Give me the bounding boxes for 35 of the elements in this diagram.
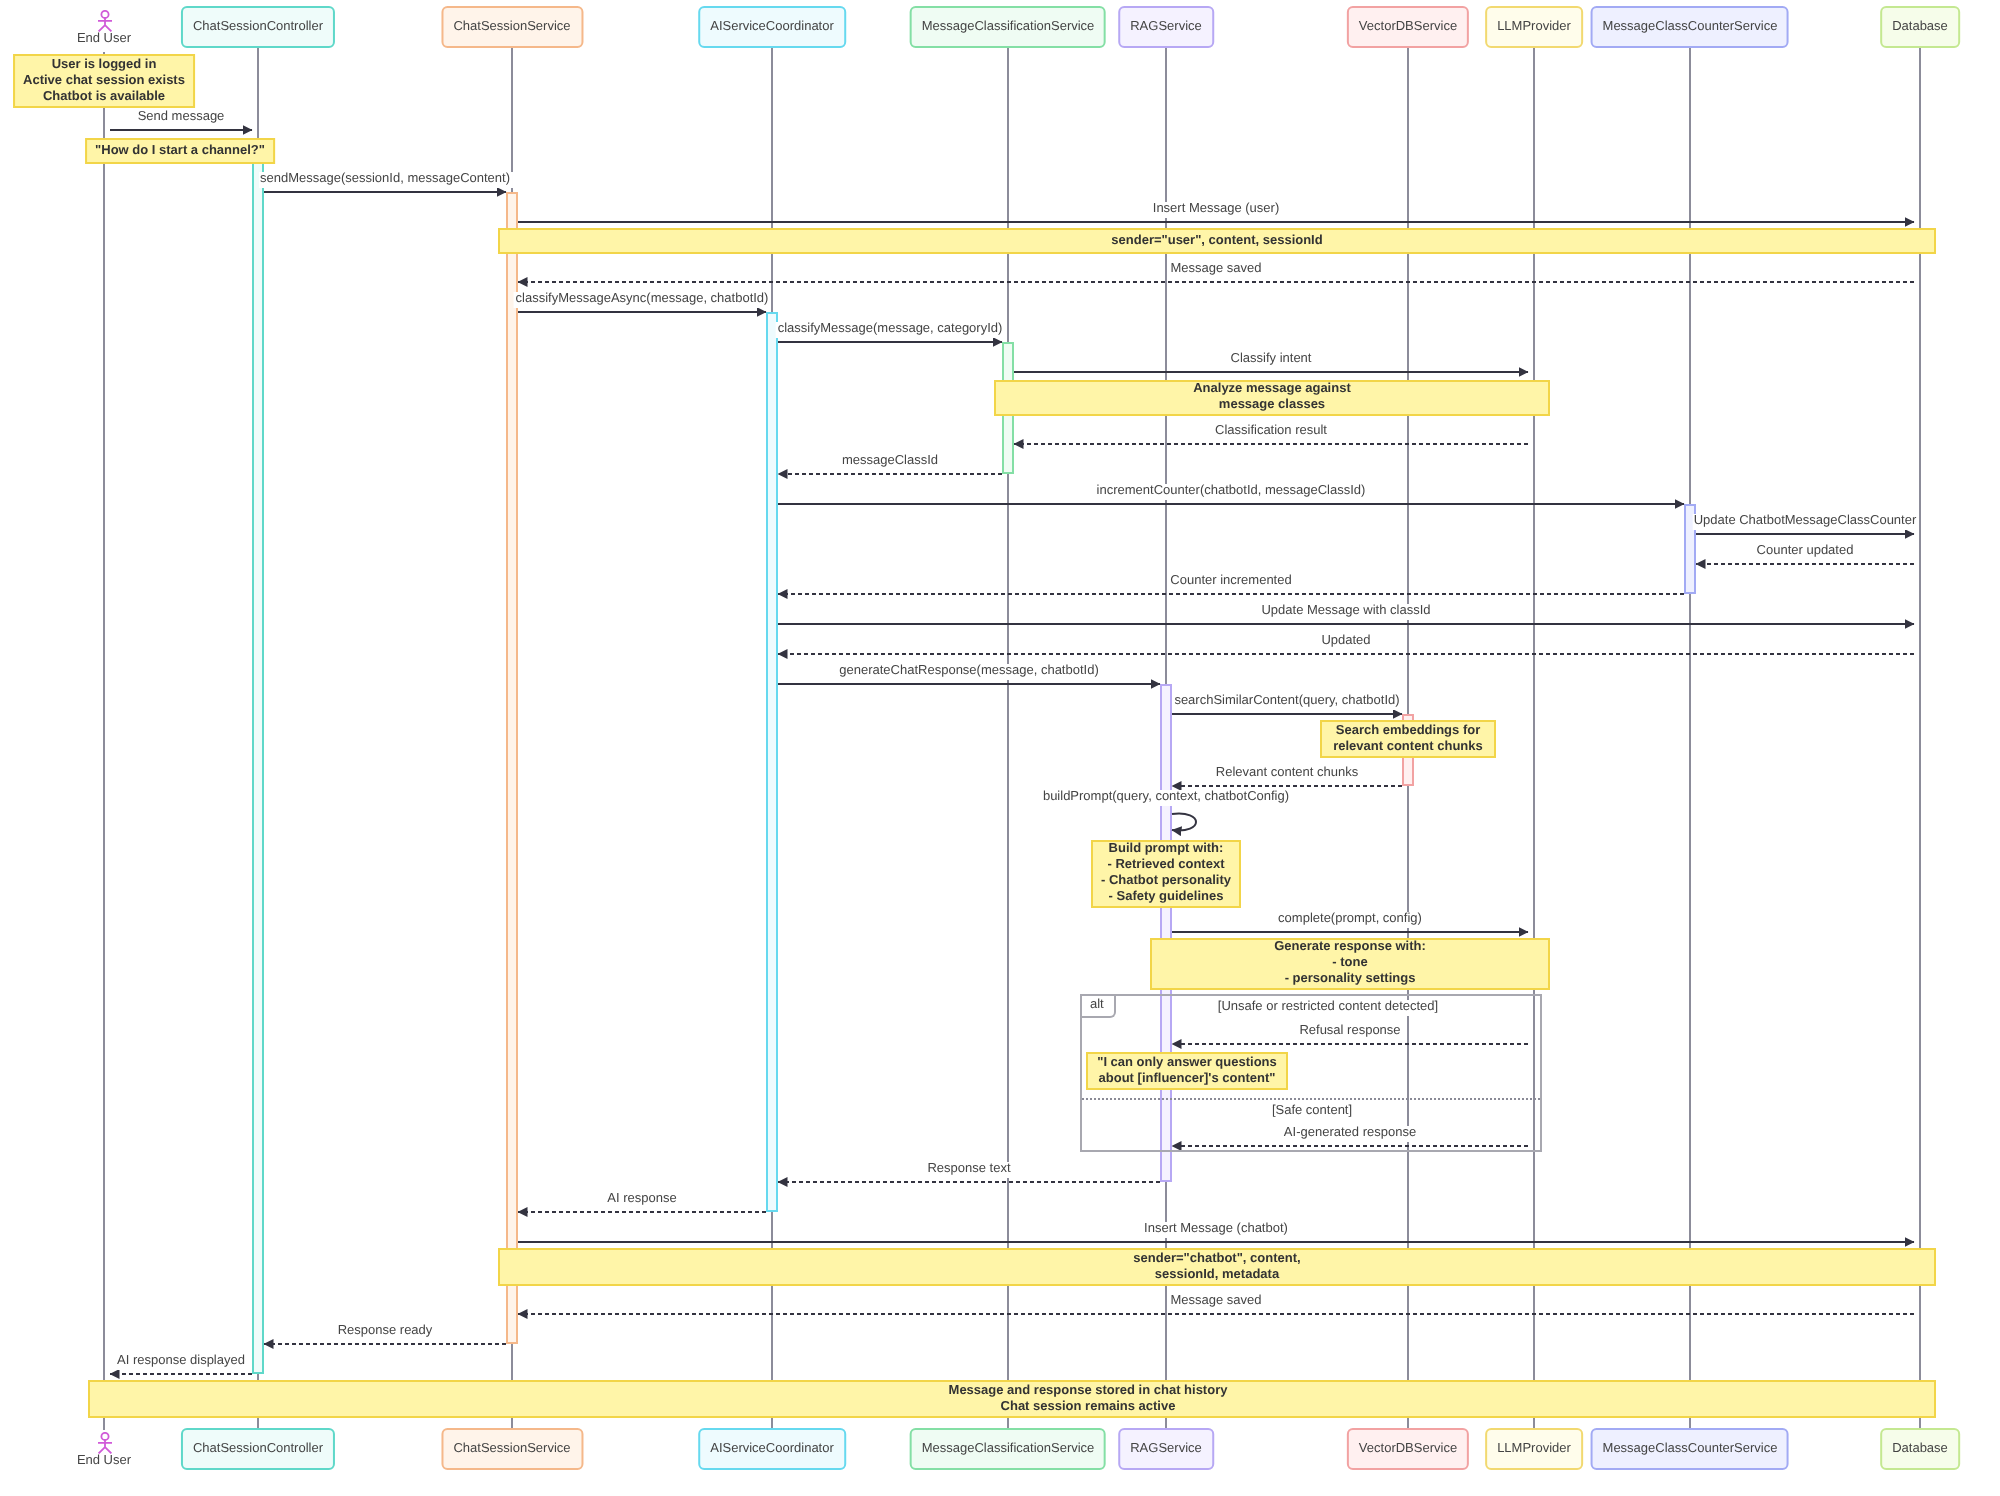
note xyxy=(1150,938,1550,990)
note xyxy=(13,54,195,108)
lifeline xyxy=(766,48,778,1428)
arrow xyxy=(517,217,1915,227)
dashed-arrow xyxy=(109,1369,253,1379)
dashed-arrow xyxy=(1171,781,1403,791)
arrow xyxy=(263,187,507,197)
note xyxy=(88,1380,1936,1418)
arrow xyxy=(517,1237,1915,1247)
dashed-arrow xyxy=(517,277,1915,287)
arrow xyxy=(109,125,253,135)
arrow xyxy=(777,499,1685,509)
dashed-arrow xyxy=(777,649,1915,659)
arrow xyxy=(777,619,1915,629)
lifeline xyxy=(1684,48,1696,1428)
dashed-arrow xyxy=(777,469,1003,479)
arrow xyxy=(1013,367,1529,377)
dashed-arrow xyxy=(517,1207,767,1217)
arrow xyxy=(517,307,767,317)
dashed-arrow xyxy=(1171,1141,1529,1151)
arrow xyxy=(777,679,1161,689)
arrow xyxy=(1171,709,1403,719)
arrow xyxy=(1695,529,1915,539)
self-loop-arrow xyxy=(1171,812,1197,836)
note xyxy=(1091,840,1241,908)
dashed-arrow xyxy=(517,1309,1915,1319)
dashed-arrow xyxy=(1171,1039,1529,1049)
arrow xyxy=(777,337,1003,347)
arrow xyxy=(1171,927,1529,937)
dashed-arrow xyxy=(777,589,1685,599)
lifeline xyxy=(1914,48,1926,1428)
dashed-arrow xyxy=(1013,439,1529,449)
dashed-arrow xyxy=(777,1177,1161,1187)
dashed-arrow xyxy=(263,1339,507,1349)
dashed-arrow xyxy=(1695,559,1915,569)
